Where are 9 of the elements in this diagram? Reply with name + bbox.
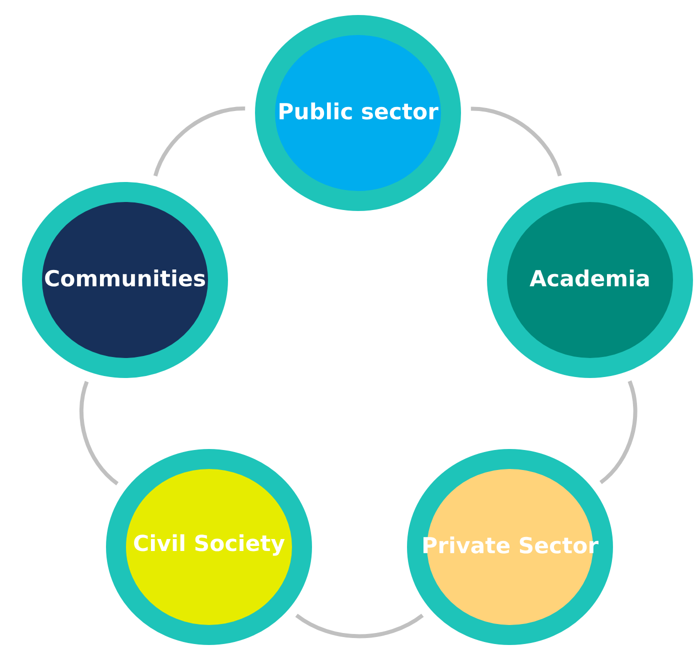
connector-arc: [79, 381, 119, 486]
connector-arc: [599, 380, 638, 484]
circle-node: Academia: [487, 182, 693, 378]
connector-arc: [153, 106, 246, 177]
circle-node: Communities: [22, 182, 228, 378]
connector-arc: [470, 106, 562, 177]
connector-arc: [295, 614, 424, 638]
circle-node: Public sector: [255, 14, 461, 211]
circle-node: Civil Society: [106, 448, 312, 645]
